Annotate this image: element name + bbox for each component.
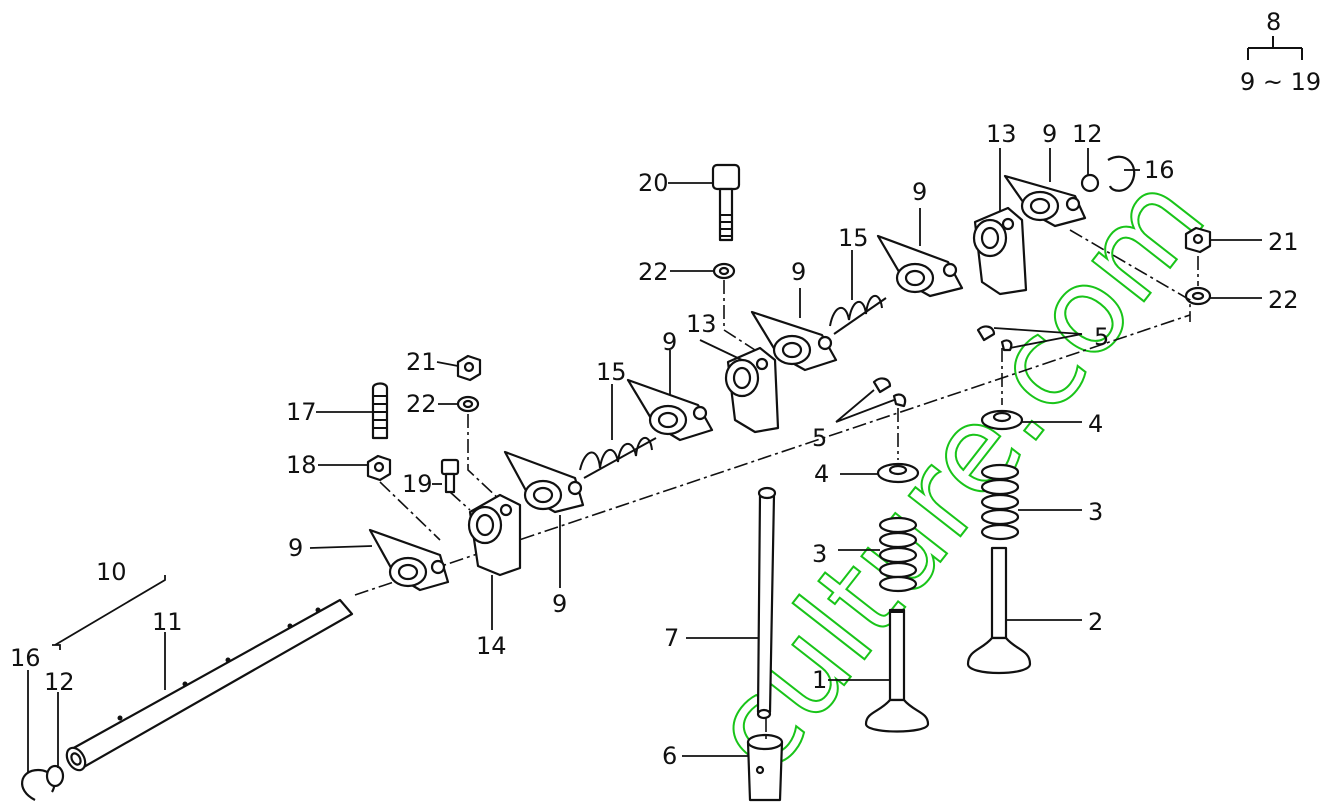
callout-16-right: 16 [1144, 156, 1175, 184]
callout-16-left: 16 [10, 644, 41, 672]
callout-7: 7 [664, 624, 679, 652]
spring-15-left [579, 437, 657, 479]
valve-spring-right [980, 463, 1020, 541]
valve-2 [966, 546, 1032, 675]
callout-2: 2 [1088, 608, 1103, 636]
callout-9-a: 9 [288, 534, 303, 562]
washer-hole [462, 399, 474, 409]
leader-lines [27, 148, 1262, 772]
callout-9-b: 9 [552, 590, 567, 618]
bracket-13-right [972, 206, 1028, 296]
retainer-right [980, 409, 1024, 431]
tappet-6 [746, 733, 784, 802]
rocker-arm-6 [1003, 174, 1087, 228]
rocker-arm-2 [503, 450, 585, 514]
callout-21-left: 21 [406, 348, 437, 376]
callout-19: 19 [402, 470, 433, 498]
bolt-19 [440, 458, 460, 494]
rocker-arm-1 [368, 528, 450, 592]
callout-18: 18 [286, 451, 317, 479]
callout-9-e: 9 [912, 178, 927, 206]
callout-10: 10 [96, 558, 127, 586]
callout-13-mid: 13 [686, 310, 717, 338]
callout-20: 20 [638, 169, 669, 197]
bracket-14 [467, 493, 522, 577]
callout-15-left: 15 [596, 358, 627, 386]
callout-22-left: 22 [406, 390, 437, 418]
callout-labels: 1 2 3 3 4 4 5 5 6 7 9 9 9 9 9 9 10 11 12… [10, 120, 1299, 770]
rocker-arm-5 [876, 234, 964, 298]
nut-21-left [456, 354, 482, 382]
rocker-arm-3 [626, 378, 714, 442]
stud-17 [371, 382, 389, 440]
callout-11: 11 [152, 608, 183, 636]
callout-12-right: 12 [1072, 120, 1103, 148]
callout-5-right: 5 [1094, 323, 1109, 351]
valve-1 [864, 608, 930, 733]
callout-22-top: 22 [638, 258, 669, 286]
rocker-shaft [65, 598, 354, 772]
callout-21-right: 21 [1268, 228, 1299, 256]
valve-spring-left [878, 516, 918, 593]
plug-right [1080, 173, 1100, 193]
callout-3-right: 3 [1088, 498, 1103, 526]
keeper-right [976, 325, 1013, 352]
snap-ring-right [1107, 155, 1136, 192]
callout-6: 6 [662, 742, 677, 770]
washer-hole [1191, 291, 1205, 301]
callout-4-right: 4 [1088, 410, 1103, 438]
callout-13-right: 13 [986, 120, 1017, 148]
callout-4-left: 4 [814, 460, 829, 488]
nut-21-right [1184, 226, 1212, 254]
keeper-left [872, 377, 907, 408]
bolt-20 [711, 163, 741, 242]
callout-22-right: 22 [1268, 286, 1299, 314]
callout-9-f: 9 [1042, 120, 1057, 148]
callout-9-c: 9 [662, 328, 677, 356]
rocker-arm-4 [750, 310, 838, 372]
header-group-bracket: 8 9 ~ 19 [1240, 8, 1321, 96]
header-group-bottom: 9 ~ 19 [1240, 68, 1321, 96]
plug-left [45, 764, 65, 788]
callout-9-d: 9 [791, 258, 806, 286]
bracket-13-mid [724, 346, 780, 434]
nut-18 [366, 454, 392, 482]
callout-12-left: 12 [44, 668, 75, 696]
callout-15-right: 15 [838, 224, 869, 252]
push-rod-7 [756, 486, 777, 720]
header-group-top: 8 [1266, 8, 1281, 36]
callout-14: 14 [476, 632, 507, 660]
callout-3-left: 3 [812, 540, 827, 568]
callout-17: 17 [286, 398, 317, 426]
retainer-left [876, 462, 920, 484]
washer-hole [718, 266, 730, 276]
spring-15-right [829, 295, 887, 335]
callout-5-left: 5 [812, 424, 827, 452]
callout-1: 1 [812, 666, 827, 694]
